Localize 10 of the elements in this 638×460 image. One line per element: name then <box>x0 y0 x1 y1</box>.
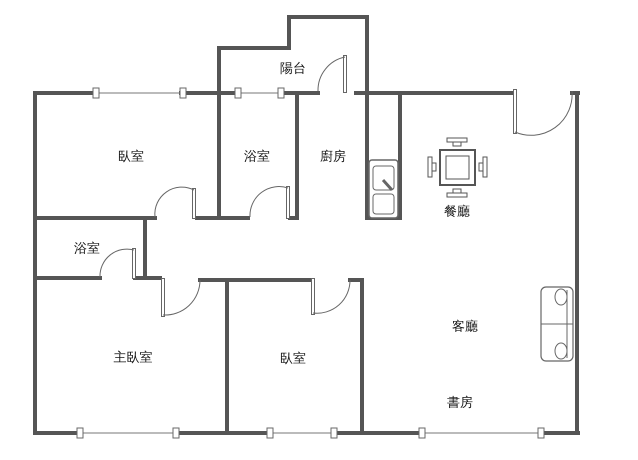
room-label: 書房 <box>447 396 473 410</box>
room-label: 客廳 <box>452 320 478 334</box>
room-label: 浴室 <box>244 150 270 164</box>
room-label: 餐廳 <box>444 206 470 218</box>
room-label: 臥室 <box>280 352 306 366</box>
room-label: 浴室 <box>74 242 100 256</box>
room-label: 主臥室 <box>114 352 152 364</box>
room-label: 廚房 <box>320 150 346 164</box>
room-label: 陽台 <box>280 62 306 76</box>
room-label: 臥室 <box>118 150 144 164</box>
